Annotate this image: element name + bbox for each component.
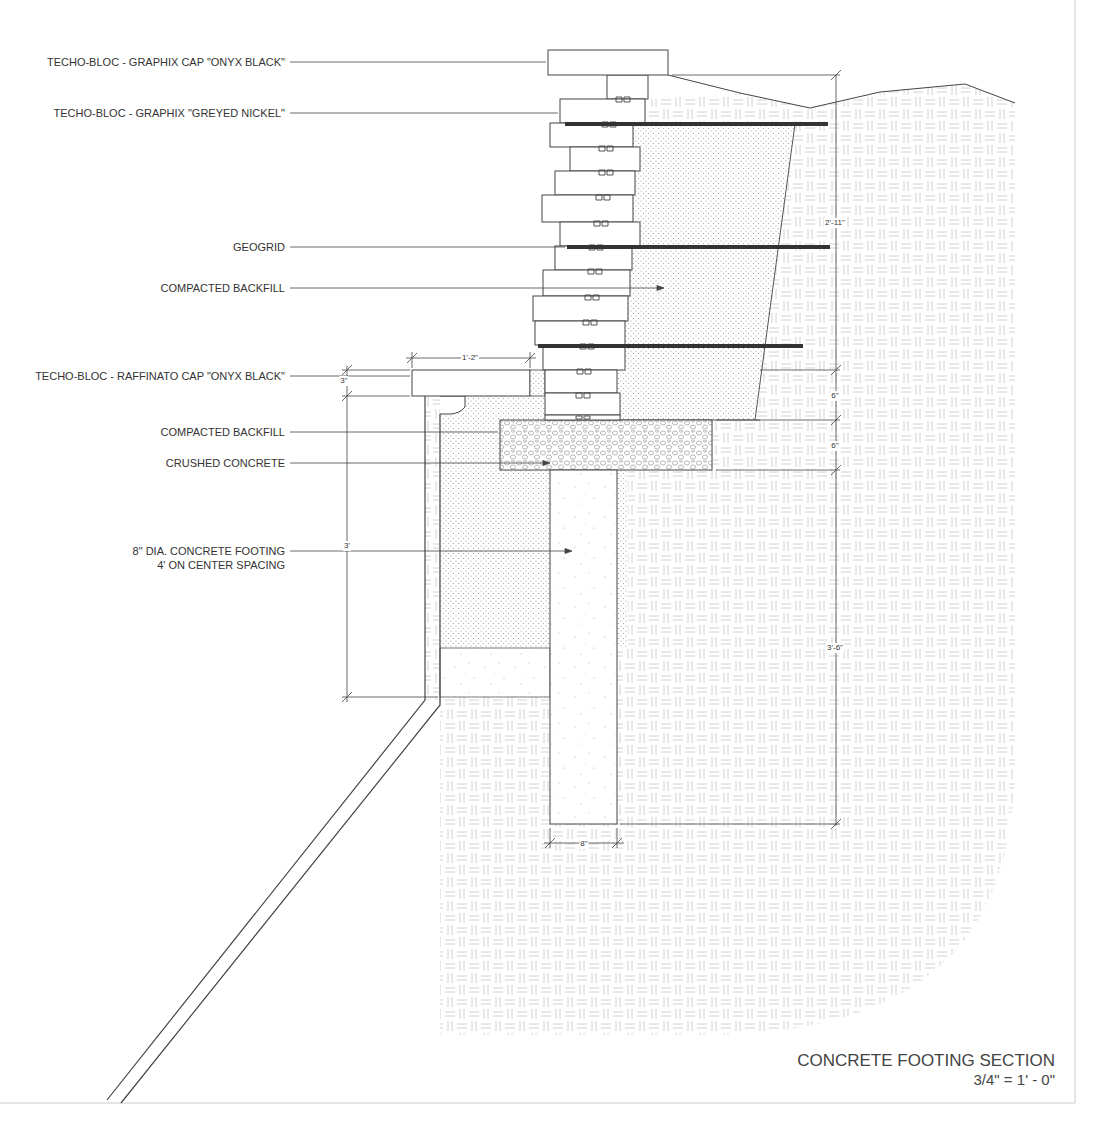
drawing-scale: 3/4" = 1' - 0" (974, 1071, 1055, 1089)
dimension-label: 3' (343, 541, 351, 551)
drawing-title: CONCRETE FOOTING SECTION (797, 1051, 1055, 1071)
callout-label: TECHO-BLOC - GRAPHIX "GREYED NICKEL" (53, 106, 285, 120)
callout-label: COMPACTED BACKFILL (161, 281, 286, 295)
callout-label: COMPACTED BACKFILL (161, 425, 286, 439)
callout-label: TECHO-BLOC - RAFFINATO CAP "ONYX BLACK" (35, 369, 285, 383)
dimension-label: 8" (579, 839, 588, 849)
callout-label: GEOGRID (233, 240, 285, 254)
callout-label: TECHO-BLOC - GRAPHIX CAP "ONYX BLACK" (47, 55, 285, 69)
dimension-label: 3" (339, 376, 348, 386)
dimension-label: 6" (830, 391, 839, 401)
callout-label: 8" DIA. CONCRETE FOOTING 4' ON CENTER SP… (127, 544, 285, 572)
dimension-label: 6" (830, 441, 839, 451)
dimension-label: 2'-11" (824, 218, 846, 228)
callout-label: CRUSHED CONCRETE (166, 456, 285, 470)
dimension-label: 1'-2" (461, 353, 479, 363)
dimension-label: 3'-6" (826, 643, 844, 653)
